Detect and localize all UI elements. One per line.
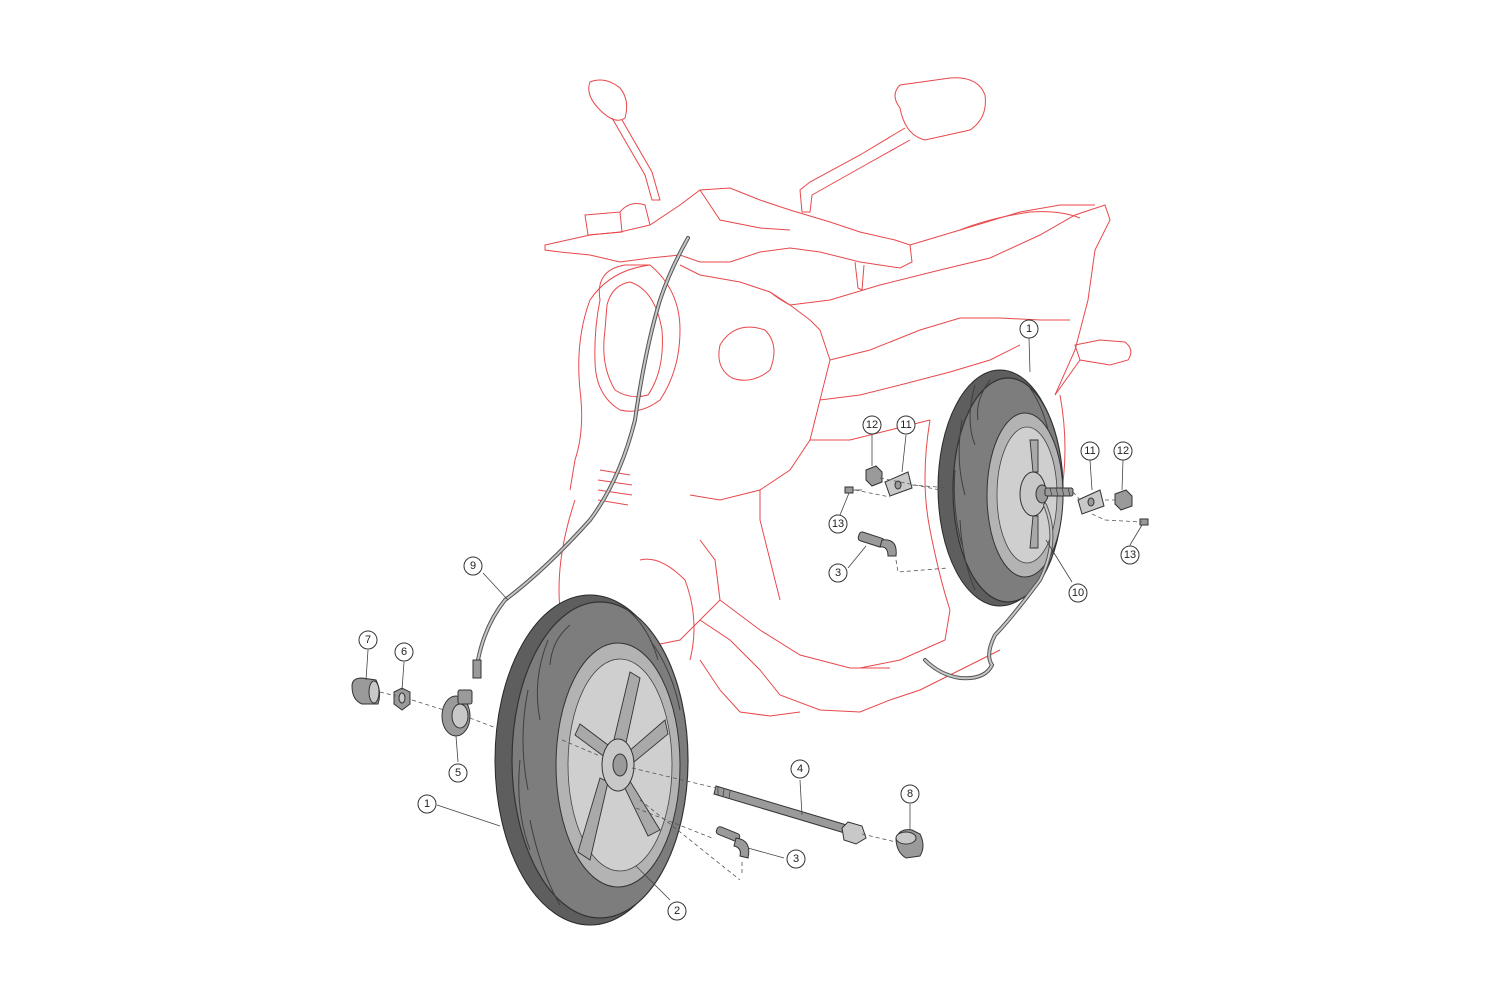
svg-text:13: 13: [832, 518, 844, 530]
rear-brake-cable: [923, 503, 1054, 681]
scooter-outline: [544, 77, 1132, 717]
callout-9: 9: [463, 556, 483, 576]
svg-text:4: 4: [797, 763, 803, 775]
rear-valve: [857, 531, 897, 557]
rear-axle: [1044, 487, 1074, 497]
svg-text:2: 2: [674, 905, 680, 917]
front-axle-cap: [895, 829, 924, 859]
callout-1-front-wheel: 1: [417, 794, 437, 814]
callout-6: 6: [394, 642, 414, 662]
speedometer-cable: [472, 236, 690, 679]
callout-3-front: 3: [786, 849, 806, 869]
svg-text:1: 1: [1026, 323, 1032, 335]
callout-8: 8: [900, 784, 920, 804]
svg-text:9: 9: [470, 560, 476, 572]
rear-nut-right: [1114, 489, 1133, 511]
svg-text:6: 6: [401, 646, 407, 658]
callout-3-rear: 3: [828, 563, 848, 583]
svg-text:11: 11: [900, 419, 911, 431]
callout-1-rear-wheel: 1: [1019, 319, 1039, 339]
front-valve: [715, 826, 750, 859]
svg-text:5: 5: [455, 767, 461, 779]
callouts: 1 12 11 11 12 13 13 3: [358, 319, 1140, 921]
callout-12-left: 12: [862, 415, 882, 435]
front-wheel: [494, 594, 689, 926]
spacer: [351, 677, 381, 705]
callout-13-right: 13: [1120, 545, 1140, 565]
svg-text:8: 8: [907, 788, 913, 800]
speedometer-drive: [441, 689, 473, 737]
front-axle: [713, 785, 867, 845]
svg-text:12: 12: [866, 419, 878, 431]
svg-text:7: 7: [365, 634, 371, 646]
callout-11-right: 11: [1080, 441, 1100, 461]
callout-2: 2: [667, 901, 687, 921]
rear-chain-adjuster-right: [1077, 489, 1105, 515]
rear-bolt-left: [844, 486, 862, 494]
svg-text:10: 10: [1072, 587, 1084, 599]
callout-4: 4: [790, 759, 810, 779]
svg-text:1: 1: [424, 798, 430, 810]
callout-10: 10: [1068, 583, 1088, 603]
svg-text:12: 12: [1117, 445, 1129, 457]
rear-nut-left: [865, 465, 883, 487]
callout-5: 5: [448, 763, 468, 783]
callout-7: 7: [358, 630, 378, 650]
rear-chain-adjuster-left: [884, 471, 913, 497]
callout-12-right: 12: [1113, 441, 1133, 461]
bushing: [393, 687, 411, 711]
front-assembly-lines: [379, 691, 897, 881]
svg-text:3: 3: [835, 567, 841, 579]
rear-wheel: [937, 369, 1064, 607]
svg-text:3: 3: [793, 853, 799, 865]
svg-text:11: 11: [1084, 445, 1095, 457]
leader-lines: [365, 337, 1143, 901]
rear-assembly-lines: [854, 477, 1143, 573]
callout-13-left: 13: [828, 514, 848, 534]
callout-11-left: 11: [896, 415, 916, 435]
svg-text:13: 13: [1124, 549, 1136, 561]
